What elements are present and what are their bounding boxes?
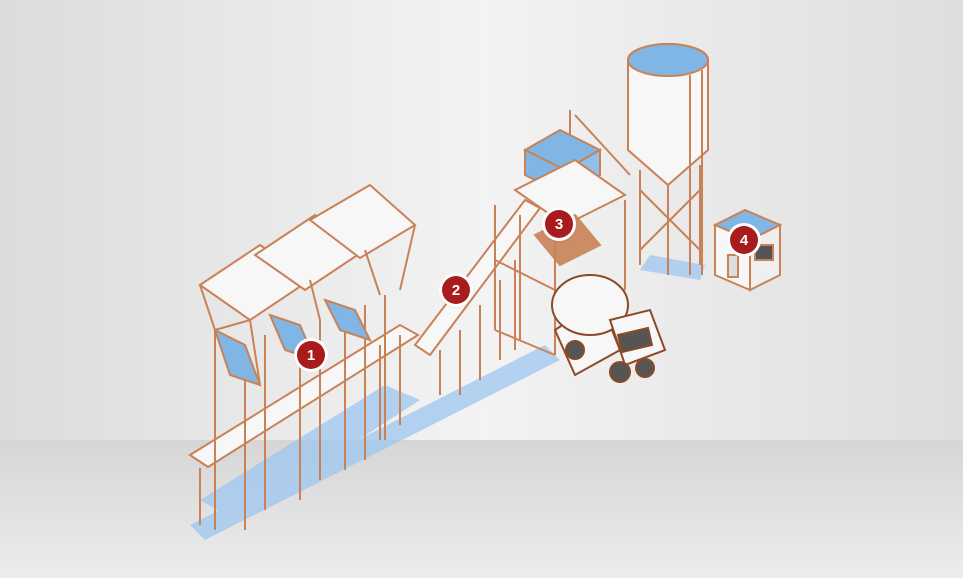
feeder-conveyor — [188, 323, 420, 530]
cement-silo — [627, 43, 709, 275]
aggregate-bins — [198, 183, 417, 530]
marker-1[interactable]: 1 — [297, 341, 325, 369]
mixer-truck — [551, 274, 667, 383]
marker-3[interactable]: 3 — [545, 210, 573, 238]
marker-2[interactable]: 2 — [442, 276, 470, 304]
inclined-conveyor — [413, 198, 542, 395]
wall — [0, 0, 963, 440]
floor — [0, 440, 963, 578]
control-cabin — [712, 208, 783, 292]
marker-4[interactable]: 4 — [730, 226, 758, 254]
